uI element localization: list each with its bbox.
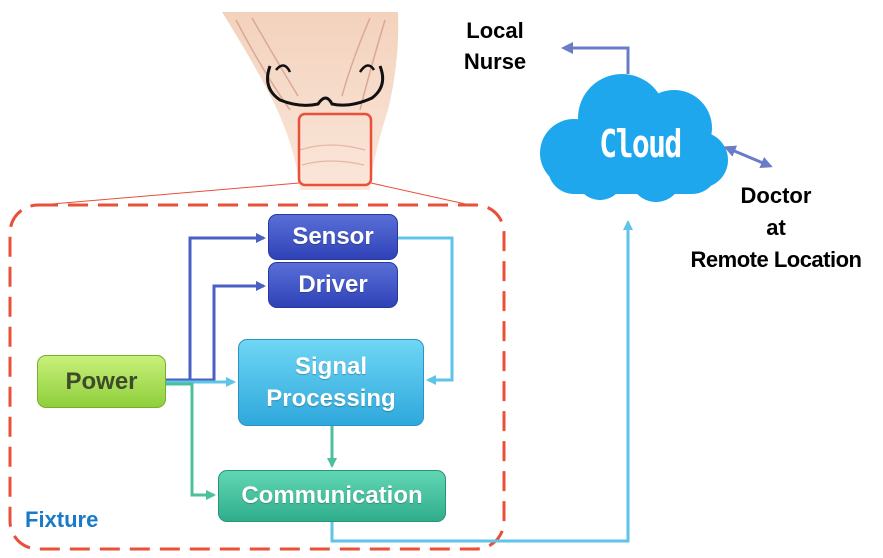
communication-box: Communication [218,470,446,522]
doctor-line3: Remote Location [690,246,862,272]
arrow-power-driver [190,281,266,382]
cloud-label: Cloud [599,122,682,166]
signal-processing-box: Signal Processing [238,339,424,426]
fixture-border [8,203,506,551]
doctor-line2: at [766,214,786,240]
arrow-cloud-nurse [561,42,630,74]
local-nurse-line2: Nurse [463,48,527,74]
arrow-cloud-doctor [723,145,773,169]
doctor-line1: Doctor [740,183,812,208]
doctor-label: Doctor at Remote Location [670,180,882,276]
driver-box: Driver [268,262,398,308]
sensor-box: Sensor [268,214,398,260]
local-nurse-line1: Local [466,18,524,43]
arrow-power-sensor [164,233,266,382]
arrow-power-communication [166,382,216,500]
throat-illustration [222,12,399,190]
arrow-sensor-signal [396,236,454,385]
arrow-communication-cloud [330,220,633,543]
fixture-label: Fixture [25,507,99,532]
cloud-shape [540,74,728,202]
signal-line1: Signal [294,353,367,381]
signal-line2: Processing [266,384,396,412]
power-box: Power [37,355,166,408]
local-nurse-label: Local Nurse [440,16,550,78]
